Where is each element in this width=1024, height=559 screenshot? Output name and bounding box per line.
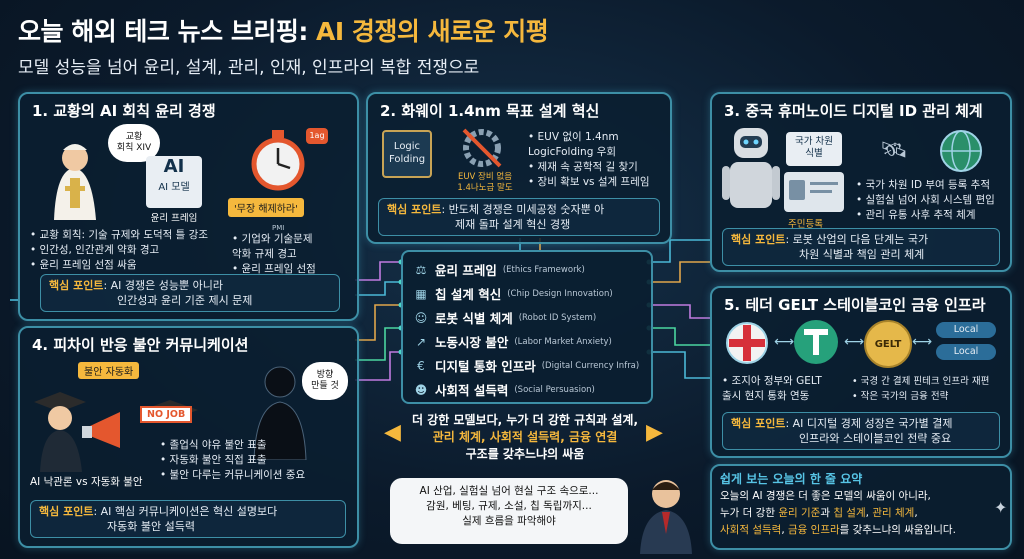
theme-item: €디지털 통화 인프라(Digital Currency Infra) xyxy=(413,356,639,375)
people-icon: ☻ xyxy=(414,382,428,397)
humanoid-bullets: • 국가 차원 ID 부여 등록 추적• 실험실 넘어 사회 시스템 편입• 관… xyxy=(856,179,995,221)
narrator-avatar xyxy=(640,480,692,554)
currency-icon: € xyxy=(417,358,425,373)
id-card-icon xyxy=(784,172,844,212)
theme-item: ☻사회적 설득력(Social Persuasion) xyxy=(414,382,595,399)
anxiety-tag: 불안 자동화 xyxy=(78,362,140,379)
ai-model-document: AI AI 모델 xyxy=(146,156,202,208)
panel-title: 2. 화웨이 1.4nm 목표 설계 혁신 xyxy=(380,102,600,120)
globe-icon xyxy=(940,130,982,172)
panel-title: 4. 피차이 반응 불안 커뮤니케이션 xyxy=(32,336,249,354)
tether-coin-icon xyxy=(794,320,838,364)
robot-icon: ☺ xyxy=(414,310,428,325)
pichai-key-point: 핵심 포인트: AI 핵심 커뮤니케이션은 혁신 설명보다 자동화 불안 설득력 xyxy=(30,500,346,538)
summary-text: 오늘의 AI 경쟁은 더 좋은 모델의 싸움이 아니라, 누가 더 강한 윤리 … xyxy=(720,490,956,536)
robot-illustration xyxy=(722,128,780,208)
stopwatch-icon xyxy=(251,130,305,191)
pichai-bullets: • 졸업식 야유 불안 표출• 자동화 불안 직접 표출• 불안 다루는 커뮤니… xyxy=(160,439,306,481)
scale-icon: ⚖ xyxy=(415,262,427,277)
arrow-icon: ⟷ xyxy=(912,334,933,350)
narrator-speech-bubble: AI 산업, 실험실 넘어 현실 구조 속으로... 감원, 베팅, 규제, 소… xyxy=(390,478,628,544)
gelt-bullets-right: • 국경 간 결제 핀테크 인프라 재편• 작은 국가의 금융 전략 xyxy=(852,376,990,402)
arrow-icon: ⟷ xyxy=(844,334,865,350)
gelt-bullets-left: • 조지아 정부와 GELT 출시 현지 통화 연동 xyxy=(722,375,822,402)
no-euv-gear-icon xyxy=(462,128,502,168)
theme-item: ☺로봇 식별 체계(Robot ID System) xyxy=(414,310,597,327)
center-statement: 더 강한 모델보다, 누가 더 강한 규칙과 설계, 관리 체계, 사회적 설득… xyxy=(411,413,639,461)
theme-item: ▦칩 설계 혁신(Chip Design Innovation) xyxy=(413,284,612,303)
panel-title: 3. 중국 휴머노이드 디지털 ID 관리 체계 xyxy=(724,102,983,120)
chip-icon: ▦ xyxy=(415,286,427,301)
summary-title: 쉽게 보는 오늘의 한 줄 요약 xyxy=(720,472,863,486)
doc-caption: 윤리 프레임 xyxy=(150,213,198,224)
no-job-sign: NO JOB xyxy=(140,406,193,423)
page-title: 오늘 해외 테크 뉴스 브리핑: AI 경쟁의 새로운 지평 xyxy=(18,17,549,46)
chart-icon: ↗ xyxy=(415,334,427,349)
panel-title: 1. 교황의 AI 회칙 윤리 경쟁 xyxy=(32,102,216,120)
optimism-caption: AI 낙관론 vs 자동화 불안 xyxy=(30,476,143,488)
theme-item: ⚖윤리 프레임(Ethics Framework) xyxy=(413,260,585,279)
right-arrow-icon: ▶ xyxy=(646,420,663,445)
huawei-bullets: • EUV 없이 1.4nm LogicFolding 우회• 제재 속 공학적… xyxy=(528,131,650,188)
pope-bullets: • 교황 회칙: 기술 규제와 도덕적 틀 강조• 인간성, 인간관계 약화 경… xyxy=(30,229,208,271)
huawei-key-point: 핵심 포인트: 반도체 경쟁은 미세공정 숫자뿐 아 제재 돌파 설계 혁신 경… xyxy=(378,198,660,236)
pope-key-point: 핵심 포인트: AI 경쟁은 성능뿐 아니라 인간성과 윤리 기준 제시 문제 xyxy=(40,274,340,312)
arrow-icon: ⟷ xyxy=(774,334,795,350)
gelt-coin: GELT xyxy=(864,320,912,368)
satellite-icon: 🛰 xyxy=(880,138,908,163)
gelt-key-point: 핵심 포인트: AI 디지털 경제 성장은 국가별 결제 인프라와 스테이블코인… xyxy=(722,412,1000,450)
georgia-globe-icon xyxy=(726,322,768,364)
center-theme-list: ⚖윤리 프레임(Ethics Framework) ▦칩 설계 혁신(Chip … xyxy=(401,250,653,404)
panel-tether-gelt: 5. 테더 GELT 스테이블코인 금융 인프라 ⟷ ⟷ GELT ⟷ Loca… xyxy=(710,286,1012,458)
sparkle-icon: ✦ xyxy=(994,498,1008,517)
local-currency-2: Local xyxy=(936,344,996,360)
clock-caption: '무장 해제하라' xyxy=(228,198,304,217)
left-arrow-icon: ◀ xyxy=(384,420,401,445)
local-currency-1: Local xyxy=(936,322,996,338)
pmi-label: PMI xyxy=(272,224,285,232)
pichai-silhouette xyxy=(253,366,307,460)
pope-illustration xyxy=(54,144,96,220)
pope-bullets-right: • 기업와 기술문제 악화 규제 경고• 윤리 프레임 선점 xyxy=(232,233,316,275)
id-card-label: 주민등록 xyxy=(788,219,823,230)
clock-badge: 1ag xyxy=(306,128,328,144)
theme-item: ↗노동시장 불안(Labor Market Anxiety) xyxy=(413,332,612,351)
panel-title: 5. 테더 GELT 스테이블코인 금융 인프라 xyxy=(724,296,986,314)
humanoid-key-point: 핵심 포인트: 로봇 산업의 다음 단계는 국가 차원 식별과 책임 관리 체계 xyxy=(722,228,1000,266)
summary-box: 쉽게 보는 오늘의 한 줄 요약 오늘의 AI 경쟁은 더 좋은 모델의 싸움이… xyxy=(710,464,1012,550)
page-subtitle: 모델 성능을 넘어 윤리, 설계, 관리, 인재, 인프라의 복합 전쟁으로 xyxy=(18,58,480,78)
